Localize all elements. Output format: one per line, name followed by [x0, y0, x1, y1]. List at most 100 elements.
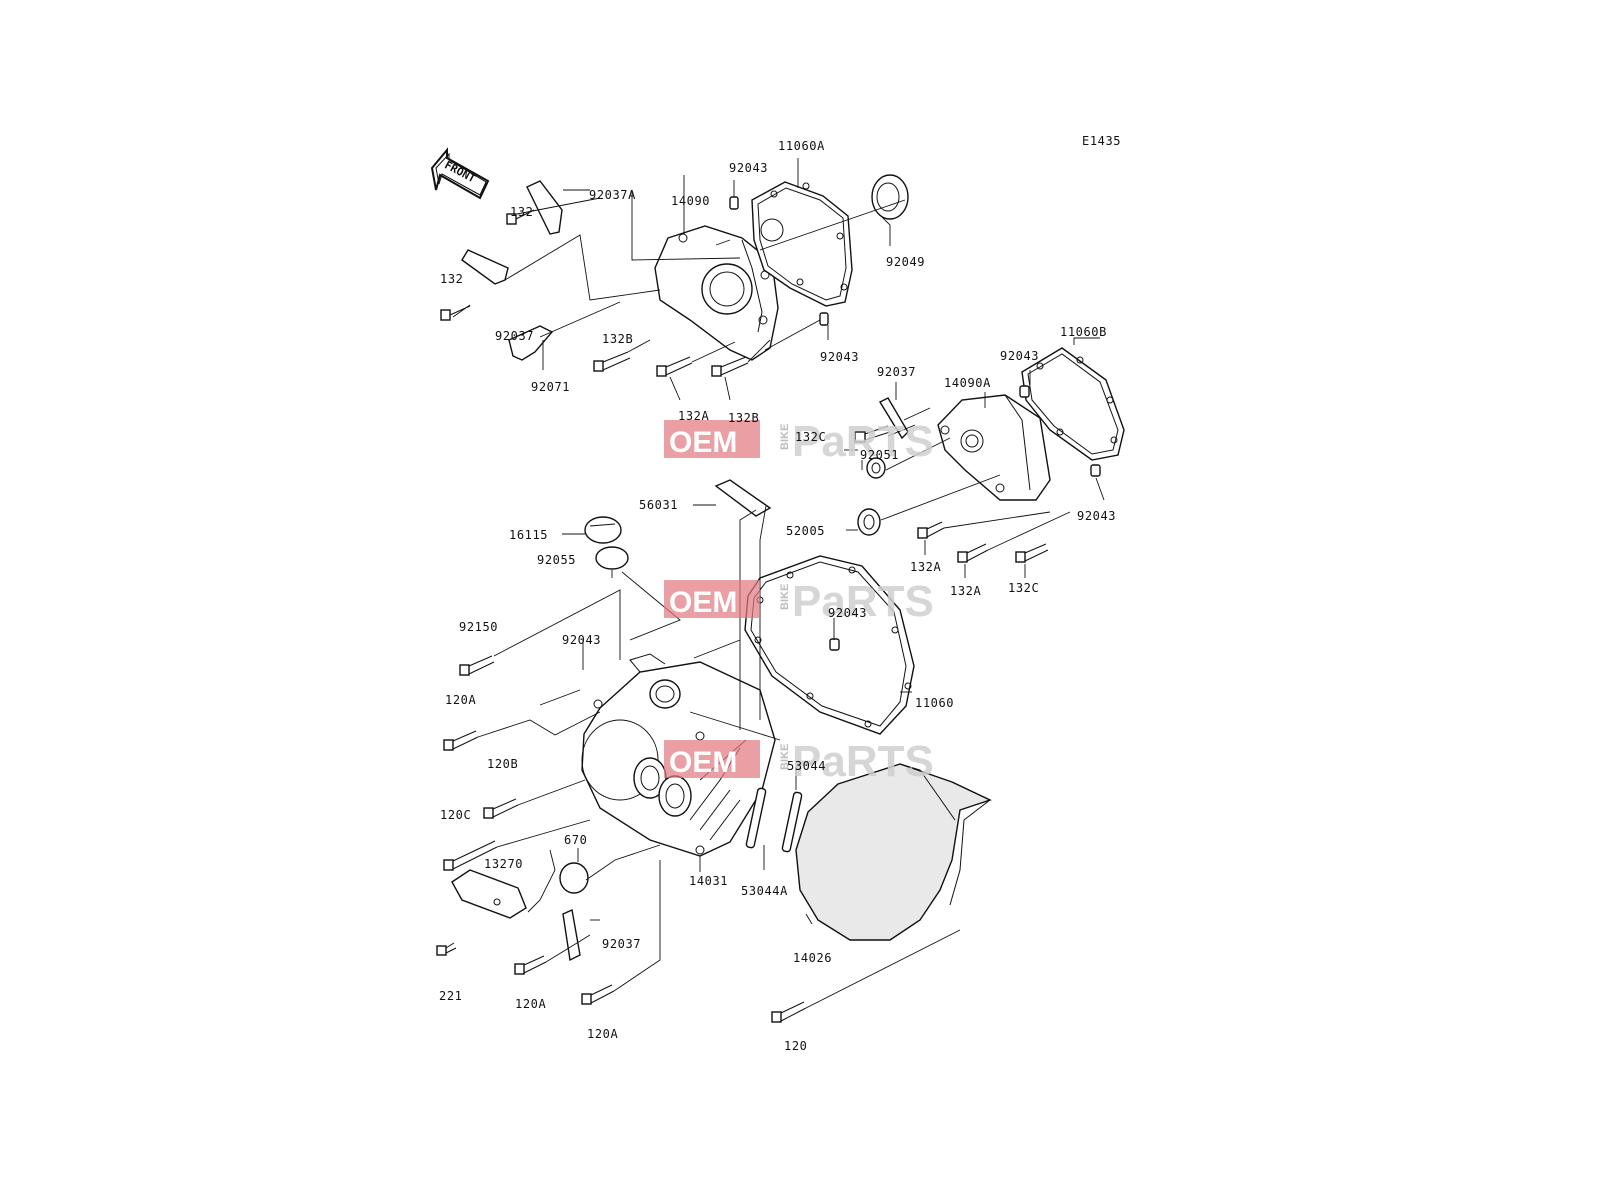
part-label[interactable]: 132B [728, 411, 759, 425]
part-label[interactable]: 92037 [877, 365, 916, 379]
part-label[interactable]: 92037 [495, 329, 534, 343]
part-label[interactable]: 92051 [860, 448, 899, 462]
part-label[interactable]: 120 [784, 1039, 807, 1053]
part-label[interactable]: 120A [587, 1027, 618, 1041]
bolt-icon [443, 730, 479, 751]
part-92051-washer [866, 457, 886, 479]
bolt-icon [711, 356, 749, 377]
part-92043-dowel [829, 638, 840, 651]
part-53044A-pin [745, 787, 767, 849]
bolt-icon [593, 351, 631, 372]
part-92055-o-ring [595, 546, 629, 570]
part-label[interactable]: 132 [440, 272, 463, 286]
part-label[interactable]: 221 [439, 989, 462, 1003]
part-label[interactable]: 132A [910, 560, 941, 574]
part-56031-label [714, 479, 772, 517]
part-92037A-clamp [526, 180, 563, 235]
bolt-icon [656, 356, 693, 377]
watermark: OEM BIKE PaRTS [664, 417, 934, 466]
bolt-icon [1015, 543, 1049, 563]
part-label[interactable]: 132A [950, 584, 981, 598]
part-label[interactable]: 132B [602, 332, 633, 346]
part-label[interactable]: 120C [440, 808, 471, 822]
part-92043-dowel [1090, 464, 1101, 477]
part-label[interactable]: 14090A [944, 376, 991, 390]
part-label[interactable]: 120A [515, 997, 546, 1011]
part-53044-pin [781, 791, 803, 853]
leader-lines-lower [477, 504, 961, 1009]
part-92043-dowel [819, 312, 829, 326]
bolt-icon [581, 984, 615, 1005]
svg-text:OEM: OEM [669, 586, 737, 619]
part-14090-cover [654, 225, 779, 361]
part-14090A-cover [937, 394, 1051, 501]
part-label[interactable]: 11060B [1060, 325, 1107, 339]
part-label[interactable]: 14090 [671, 194, 710, 208]
part-label[interactable]: 132 [510, 205, 533, 219]
part-label[interactable]: 92150 [459, 620, 498, 634]
bolt-icon [917, 521, 945, 539]
watermark: OEM BIKE PaRTS [664, 577, 934, 626]
part-label[interactable]: 92037A [589, 188, 636, 202]
part-label[interactable]: 132C [1008, 581, 1039, 595]
bolt-icon [436, 942, 457, 956]
front-arrow-icon: FRONT [430, 147, 490, 200]
part-labels: 11060A 92043 92037A 14090 132 132 92049 … [439, 139, 1116, 1053]
part-label[interactable]: 132C [795, 430, 826, 444]
part-52005-collar [857, 508, 881, 536]
watermark: OEM BIKE PaRTS [664, 737, 934, 786]
svg-text:PaRTS: PaRTS [792, 577, 934, 626]
part-label[interactable]: 53044 [787, 759, 826, 773]
part-label[interactable]: 92043 [562, 633, 601, 647]
part-label[interactable]: 670 [564, 833, 587, 847]
bolt-icon [459, 655, 495, 676]
part-label[interactable]: 53044A [741, 884, 788, 898]
part-11060A-gasket [751, 181, 853, 307]
part-92071-clamp [508, 325, 554, 361]
part-label[interactable]: 11060 [915, 696, 954, 710]
part-label[interactable]: 92043 [729, 161, 768, 175]
leader-lines-right [844, 337, 1105, 578]
part-92043-dowel [729, 196, 739, 210]
part-label[interactable]: 16115 [509, 528, 548, 542]
bolt-icon [514, 955, 547, 975]
part-11060B-gasket [1021, 347, 1125, 461]
part-label[interactable]: 14026 [793, 951, 832, 965]
part-92037-clamp [879, 397, 909, 440]
part-label[interactable]: 92037 [602, 937, 641, 951]
diagram-code: E1435 [1082, 134, 1121, 148]
svg-text:OEM: OEM [669, 746, 737, 779]
part-16115-cap [584, 516, 622, 544]
part-92049-seal [871, 174, 909, 220]
svg-text:OEM: OEM [669, 426, 737, 459]
part-label[interactable]: 132A [678, 409, 709, 423]
part-670-o-ring [559, 862, 589, 894]
part-label[interactable]: 120B [487, 757, 518, 771]
part-label[interactable]: 11060A [778, 139, 825, 153]
svg-text:BIKE: BIKE [779, 584, 791, 610]
part-label[interactable]: 92055 [537, 553, 576, 567]
svg-text:BIKE: BIKE [779, 424, 791, 450]
part-label[interactable]: 92049 [886, 255, 925, 269]
part-label[interactable]: 92043 [820, 350, 859, 364]
part-label[interactable]: 92043 [1077, 509, 1116, 523]
part-92037-clamp [562, 908, 581, 962]
bolt-icon [771, 1001, 807, 1023]
part-label[interactable]: 92043 [1000, 349, 1039, 363]
part-92043-dowel [1019, 385, 1030, 398]
part-14026-outer-cover [795, 763, 992, 941]
svg-text:PaRTS: PaRTS [792, 737, 934, 786]
bolt-icon [957, 543, 989, 563]
bolt-icon [483, 798, 519, 819]
part-label[interactable]: 13270 [484, 857, 523, 871]
part-label[interactable]: 52005 [786, 524, 825, 538]
part-13270-plate [451, 869, 527, 919]
part-label[interactable]: 56031 [639, 498, 678, 512]
bolt-icon [443, 840, 498, 871]
part-label[interactable]: 14031 [689, 874, 728, 888]
part-label[interactable]: 120A [445, 693, 476, 707]
svg-text:PaRTS: PaRTS [792, 417, 934, 466]
leader-lines-upper [452, 158, 906, 401]
part-label[interactable]: 92043 [828, 606, 867, 620]
part-label[interactable]: 92071 [531, 380, 570, 394]
